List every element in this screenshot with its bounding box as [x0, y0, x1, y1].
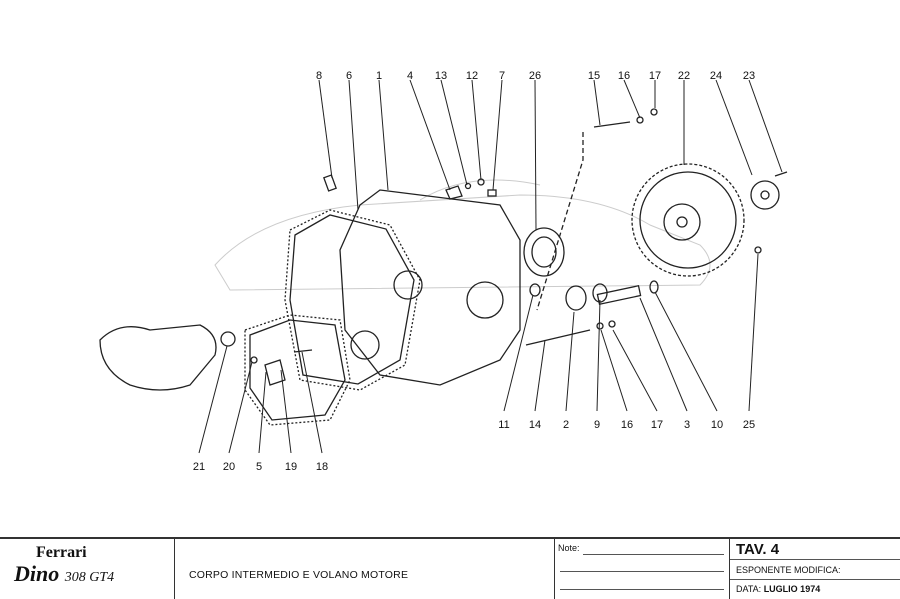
- leader-line-21: [198, 345, 228, 454]
- note-label: Note:: [558, 543, 580, 553]
- note-line: [560, 589, 724, 590]
- leader-line-23: [748, 79, 783, 173]
- callout-19: 19: [285, 461, 297, 473]
- callout-3: 3: [684, 419, 690, 431]
- car-watermark: [214, 179, 711, 291]
- small-parts: [250, 108, 788, 386]
- callout-8: 8: [316, 70, 322, 82]
- callout-14: 14: [529, 419, 541, 431]
- date-field: DATA: LUGLIO 1974: [736, 584, 820, 594]
- leader-line-8: [318, 79, 333, 179]
- model-name: Dino: [14, 561, 60, 586]
- leader-line-5: [258, 371, 267, 454]
- callout-25: 25: [743, 419, 755, 431]
- callout-24: 24: [710, 70, 722, 82]
- oil-seal: [523, 227, 565, 277]
- callout-11: 11: [498, 419, 509, 431]
- leader-lines: [198, 79, 783, 454]
- callout-13: 13: [435, 70, 447, 82]
- logo-cell: Ferrari Dino 308 GT4: [0, 539, 175, 599]
- leader-line-16: [623, 79, 641, 119]
- callout-12: 12: [466, 70, 478, 82]
- callout-16: 16: [618, 70, 630, 82]
- leader-line-10: [654, 291, 718, 412]
- modification-label: ESPONENTE MODIFICA:: [736, 565, 841, 575]
- callout-21: 21: [193, 461, 205, 473]
- callout-16: 16: [621, 419, 633, 431]
- leader-line-26: [534, 79, 537, 231]
- drawing-title: CORPO INTERMEDIO E VOLANO MOTORE: [189, 569, 409, 581]
- leader-line-6: [348, 79, 359, 211]
- note-line: [583, 554, 724, 555]
- callout-22: 22: [678, 70, 690, 82]
- leader-line-24: [715, 79, 753, 176]
- gasket-front: [244, 314, 351, 426]
- leader-line-16: [600, 329, 628, 412]
- callout-23: 23: [743, 70, 755, 82]
- date-label: DATA:: [736, 584, 762, 594]
- leader-line-2: [565, 311, 575, 412]
- dino-logo: Dino 308 GT4: [14, 561, 114, 587]
- callout-17: 17: [649, 70, 661, 82]
- callout-2: 2: [563, 419, 569, 431]
- table-number: TAV. 4: [736, 541, 780, 558]
- leader-line-1: [378, 79, 389, 191]
- callout-5: 5: [256, 461, 262, 473]
- leader-line-19: [280, 369, 292, 454]
- leader-line-11: [503, 294, 534, 412]
- callout-4: 4: [407, 70, 413, 82]
- intermediate-housing: [339, 189, 521, 386]
- note-line: [560, 571, 724, 572]
- flywheel: [631, 163, 745, 277]
- callout-10: 10: [711, 419, 723, 431]
- leader-line-18: [301, 351, 323, 454]
- revision-cell: TAV. 4 ESPONENTE MODIFICA: DATA: LUGLIO …: [730, 539, 900, 599]
- callout-7: 7: [499, 70, 505, 82]
- model-suffix: 308 GT4: [64, 570, 115, 585]
- leader-line-3: [639, 297, 688, 412]
- leader-line-9: [596, 299, 601, 412]
- leader-line-4: [409, 79, 451, 191]
- leader-line-14: [534, 339, 546, 412]
- callout-9: 9: [594, 419, 600, 431]
- callout-18: 18: [316, 461, 328, 473]
- callout-15: 15: [588, 70, 600, 82]
- leader-line-20: [228, 361, 253, 454]
- leader-line-15: [593, 79, 601, 126]
- title-cell: CORPO INTERMEDIO E VOLANO MOTORE: [175, 539, 555, 599]
- callout-6: 6: [346, 70, 352, 82]
- ferrari-logo: Ferrari: [36, 544, 87, 561]
- title-block: Ferrari Dino 308 GT4 CORPO INTERMEDIO E …: [0, 537, 900, 599]
- callout-26: 26: [529, 70, 541, 82]
- leader-line-12: [471, 79, 482, 181]
- leader-line-17: [612, 329, 658, 412]
- leader-line-13: [440, 79, 468, 186]
- divider: [730, 559, 900, 560]
- gasket-rear: [284, 209, 421, 391]
- divider: [730, 579, 900, 580]
- callout-20: 20: [223, 461, 235, 473]
- callout-1: 1: [376, 70, 382, 82]
- notes-cell: Note:: [555, 539, 730, 599]
- leader-line-7: [492, 79, 503, 191]
- callout-17: 17: [651, 419, 663, 431]
- leader-line-25: [748, 253, 759, 412]
- date-value: LUGLIO 1974: [763, 584, 821, 594]
- crankshaft: [99, 324, 236, 391]
